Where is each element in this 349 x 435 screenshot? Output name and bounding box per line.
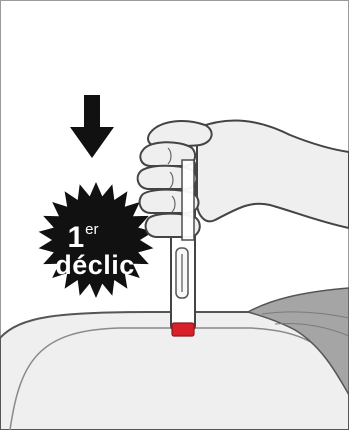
- badge-number-label: 1er: [58, 215, 108, 253]
- badge-word-label: déclic: [40, 251, 150, 279]
- needle-guard: [172, 323, 194, 336]
- badge-ordinal-suffix: er: [85, 221, 98, 238]
